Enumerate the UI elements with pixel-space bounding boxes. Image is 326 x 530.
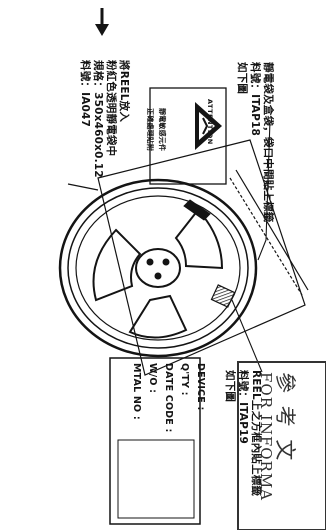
note-line: 將REEL放入 <box>118 60 130 123</box>
note-line: 粉紅色透明靜電袋中 <box>105 60 117 157</box>
bag-label-note: 靜電袋及盒袋，袋口中間貼上標籤 料號：ITAP18 如下圖 <box>235 62 274 223</box>
product-label-fields: DEVICE : Q'TY : DATE CODE : W/O : MTAL N… <box>128 363 208 433</box>
field-device: DEVICE : <box>195 363 206 411</box>
field-date-code: DATE CODE : <box>163 363 174 433</box>
reel-bag-note: 將REEL放入 粉紅色透明靜電袋中 規格：350x460x0.12 料號：IA0… <box>78 60 130 178</box>
esd-warning-icon <box>195 102 222 150</box>
product-label-inner-box <box>117 439 195 519</box>
attention-line: 靜電敏感元件 <box>158 108 166 152</box>
reel-drawing <box>58 178 258 358</box>
note-line: 料號：ITAP19 <box>237 370 249 444</box>
product-label-card <box>109 357 201 525</box>
attention-label-text: 靜電敏感元件 正確處理貼附 <box>144 108 168 151</box>
stamp-chinese: 參 考 文 <box>273 372 297 464</box>
stamp-english: FOR INFORMA <box>257 372 275 502</box>
reference-stamp <box>237 361 326 530</box>
stamp-text: 參 考 文 FOR INFORMA <box>257 372 297 502</box>
note-line: 料號：IA047 <box>79 60 91 128</box>
static-bag-outline <box>67 139 309 376</box>
field-mtal-no: MTAL NO : <box>131 363 142 420</box>
note-line: 如下圖 <box>236 62 248 95</box>
note-line: 如下圖 <box>224 370 236 403</box>
field-qty: Q'TY : <box>179 363 190 396</box>
leader-lines <box>231 119 271 373</box>
direction-arrow-icon <box>95 8 109 36</box>
note-line: 規格：350x460x0.12 <box>92 60 104 178</box>
note-line: 靜電袋及盒袋，袋口中間貼上標籤 <box>262 62 274 223</box>
field-wo: W/O : <box>147 363 158 394</box>
attention-title: ATTENTION <box>206 99 214 145</box>
note-line: 料號：ITAP18 <box>249 62 261 136</box>
attention-line: 正確處理貼附 <box>146 108 154 152</box>
